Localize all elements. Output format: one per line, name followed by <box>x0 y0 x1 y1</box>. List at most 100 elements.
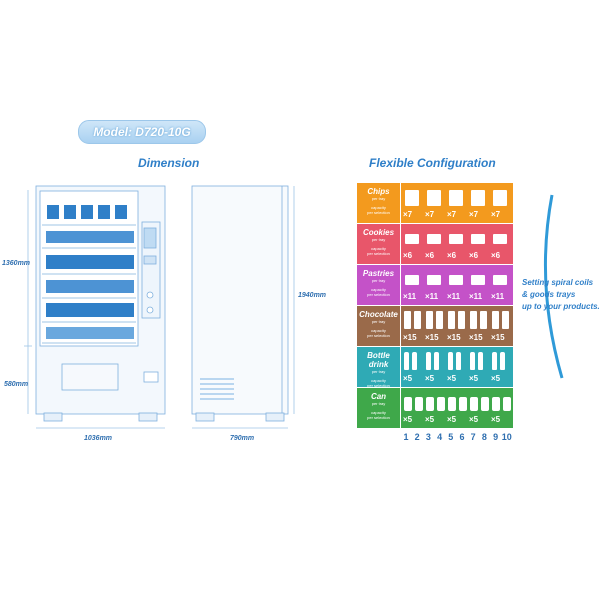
column-number: 7 <box>470 432 476 442</box>
capacity-quantity: ×6 <box>491 251 501 260</box>
chocolate-bar-icon <box>480 311 487 329</box>
chips-bag-icon <box>449 190 463 206</box>
side-note: Setting spiral coils & goods trays up to… <box>522 277 600 313</box>
column-number: 6 <box>459 432 465 442</box>
config-row-capacity: capacity <box>371 410 386 415</box>
chocolate-bar-icon <box>404 311 411 329</box>
capacity-quantity: ×7 <box>491 210 501 219</box>
can-icon <box>448 397 456 411</box>
side-height-label: 1940mm <box>298 292 326 299</box>
capacity-quantity: ×5 <box>403 415 413 424</box>
delivery-flap <box>61 363 119 391</box>
capacity-quantity: ×7 <box>425 210 435 219</box>
config-row-per-tray: per tray <box>371 319 386 324</box>
capacity-quantity: ×15 <box>447 333 461 342</box>
capacity-quantity: ×6 <box>425 251 435 260</box>
config-row-per-tray: per tray <box>371 369 386 374</box>
can-icon <box>404 397 412 411</box>
capacity-quantity: ×6 <box>469 251 479 260</box>
column-number: 9 <box>493 432 499 442</box>
capacity-quantity: ×5 <box>469 374 479 383</box>
can-icon <box>459 397 467 411</box>
bottle-icon <box>470 352 475 370</box>
chocolate-bar-icon <box>414 311 421 329</box>
model-badge: Model: D720-10G <box>78 120 206 144</box>
can-icon <box>481 397 489 411</box>
bottle-icon <box>434 352 439 370</box>
chips-bag-icon <box>405 190 419 206</box>
config-row-cells: ×5×5×5×5×5 <box>401 388 513 428</box>
pastry-pack-icon <box>405 275 419 285</box>
bottle-icon <box>404 352 409 370</box>
can-icon <box>470 397 478 411</box>
config-row-cells: ×15×15×15×15×15 <box>401 306 513 346</box>
cookie-box-icon <box>427 234 441 244</box>
side-note-line: & goods trays <box>522 290 576 299</box>
chips-bag-icon <box>471 190 485 206</box>
cookie-box-icon <box>493 234 507 244</box>
chocolate-bar-icon <box>470 311 477 329</box>
config-row-per-selection: per selection <box>367 333 390 338</box>
capacity-quantity: ×5 <box>491 415 501 424</box>
side-cabinet <box>191 185 289 415</box>
config-row-name: Pastries <box>362 269 395 278</box>
chocolate-bar-icon <box>492 311 499 329</box>
config-row-name: Cookies <box>362 228 395 237</box>
side-note-line: up to your products. <box>522 302 600 311</box>
config-row-name: Bottle drink <box>367 351 390 369</box>
capacity-quantity: ×5 <box>403 374 413 383</box>
configuration-title: Flexible Configuration <box>369 156 496 170</box>
column-number: 8 <box>481 432 487 442</box>
chocolate-bar-icon <box>502 311 509 329</box>
config-row-per-tray: per tray <box>371 401 386 406</box>
config-row-per-tray: per tray <box>371 237 386 242</box>
chocolate-bar-icon <box>426 311 433 329</box>
chips-bag-icon <box>427 190 441 206</box>
capacity-quantity: ×5 <box>447 374 457 383</box>
config-row-capacity: capacity <box>371 287 386 292</box>
bottle-icon <box>456 352 461 370</box>
config-row-name: Can <box>370 392 387 401</box>
decorative-swoosh <box>543 194 564 379</box>
config-row-per-selection: per selection <box>367 251 390 256</box>
config-row-name: Chips <box>367 187 390 196</box>
cookie-box-icon <box>449 234 463 244</box>
dimension-title: Dimension <box>138 156 200 170</box>
column-number: 5 <box>448 432 454 442</box>
config-row-per-tray: per tray <box>371 278 386 283</box>
capacity-quantity: ×7 <box>403 210 413 219</box>
bottle-icon <box>478 352 483 370</box>
config-row-cells: ×5 ×5 ×5 ×5 ×5 <box>401 347 513 387</box>
side-note-line: Setting spiral coils <box>522 278 594 287</box>
front-width-label: 1036mm <box>84 435 112 442</box>
bottle-icon <box>412 352 417 370</box>
capacity-quantity: ×5 <box>469 415 479 424</box>
capacity-quantity: ×5 <box>425 374 435 383</box>
capacity-quantity: ×5 <box>491 374 501 383</box>
config-row-capacity: capacity <box>371 205 386 210</box>
capacity-quantity: ×11 <box>447 292 461 301</box>
chocolate-bar-icon <box>436 311 443 329</box>
can-icon <box>503 397 511 411</box>
side-depth-label: 790mm <box>230 435 254 442</box>
config-row-per-selection: per selection <box>367 415 390 420</box>
config-row-per-selection: per selection <box>367 292 390 297</box>
column-number: 10 <box>501 432 512 442</box>
pastry-pack-icon <box>449 275 463 285</box>
can-icon <box>492 397 500 411</box>
config-row-cells: ×11×11×11×11×11 <box>401 265 513 305</box>
capacity-quantity: ×11 <box>469 292 483 301</box>
capacity-quantity: ×6 <box>403 251 413 260</box>
